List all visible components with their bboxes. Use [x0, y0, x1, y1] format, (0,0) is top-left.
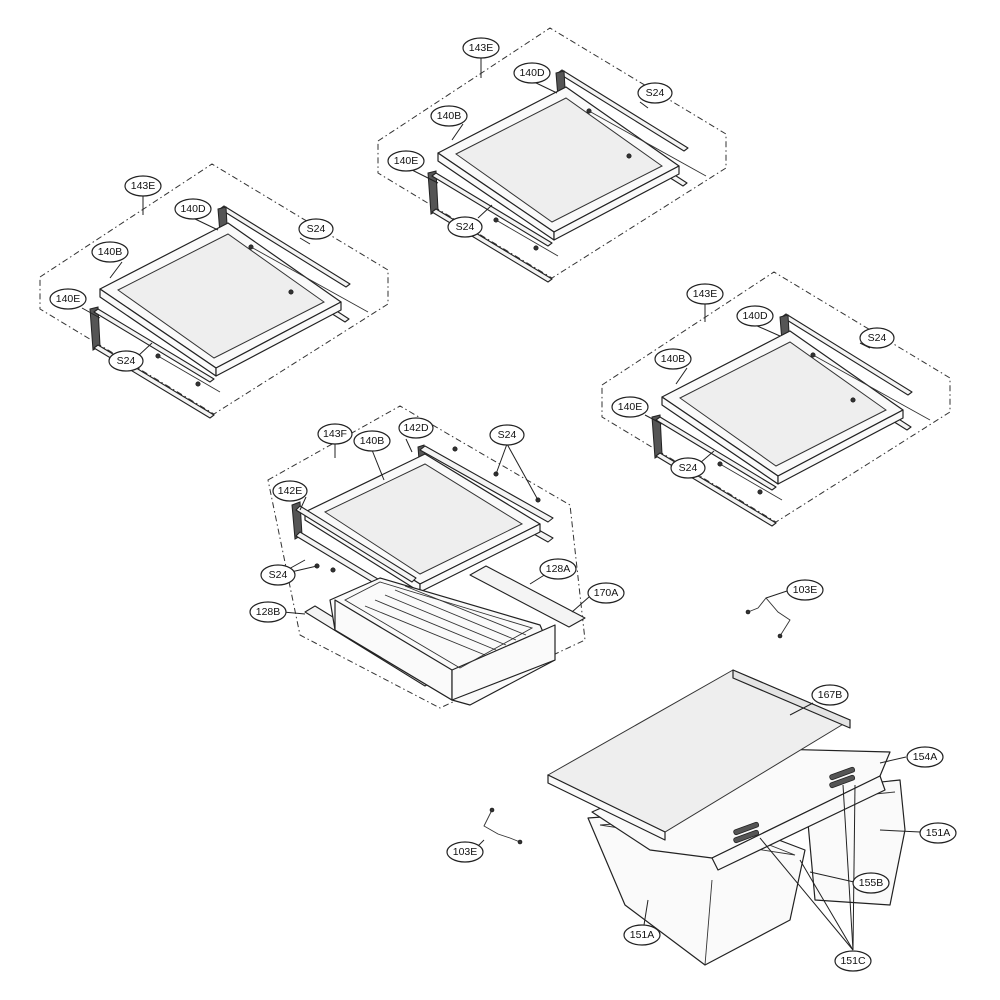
label-170a: 170A: [594, 587, 619, 599]
callout-140e-a: 140E: [387, 150, 425, 172]
shelf-unit-drawing: [39, 163, 389, 419]
callout-140b-a: 140B: [430, 105, 468, 127]
callout-128a: 128A: [539, 558, 577, 580]
callout-143f: 143F: [317, 423, 353, 445]
label-154a: 154A: [913, 751, 938, 763]
callout-142e: 142E: [272, 480, 308, 502]
label-s24-d2: S24: [269, 569, 288, 581]
spring-lower: 103E: [446, 807, 523, 863]
callout-s24-c2: S24: [670, 457, 706, 479]
callout-140b-b: 140B: [91, 241, 129, 263]
callout-143e-c: 143E: [686, 283, 724, 305]
label-s24-c1: S24: [868, 332, 887, 344]
label-143f: 143F: [323, 428, 347, 440]
callout-s24-d2: S24: [260, 564, 296, 586]
label-151a-right: 151A: [926, 827, 951, 839]
callout-140d-a: 140D: [513, 62, 551, 84]
label-140d-c: 140D: [742, 310, 768, 322]
callout-140d-b: 140D: [174, 198, 212, 220]
label-142d: 142D: [403, 422, 429, 434]
label-151c: 151C: [840, 955, 866, 967]
label-s24-d1: S24: [498, 429, 517, 441]
callout-140b-c: 140B: [654, 348, 692, 370]
callout-155b: 155B: [852, 872, 890, 894]
callout-103e-a: 103E: [786, 579, 824, 601]
callout-s24-d1: S24: [489, 424, 525, 446]
label-s24-c2: S24: [679, 462, 698, 474]
label-142e: 142E: [278, 485, 303, 497]
callout-103e-b: 103E: [446, 841, 484, 863]
label-103e-a: 103E: [793, 584, 818, 596]
label-128a: 128A: [546, 563, 571, 575]
callout-128b: 128B: [249, 601, 287, 623]
label-s24-a2: S24: [456, 221, 475, 233]
callout-s24-b1: S24: [298, 218, 334, 240]
callout-154a: 154A: [906, 746, 944, 768]
shelf-assembly-top-center: 143E 140D 140B 140E S24 S24: [377, 27, 727, 283]
callout-170a: 170A: [587, 582, 625, 604]
crisper-assembly: 167B 154A 151A 155B 151A 151C: [546, 669, 957, 972]
shelf-unit-drawing: [601, 271, 951, 527]
label-155b: 155B: [859, 877, 884, 889]
label-s24-a1: S24: [646, 87, 665, 99]
label-143e-c: 143E: [693, 288, 718, 300]
label-167b: 167B: [818, 689, 843, 701]
callout-140e-b: 140E: [49, 288, 87, 310]
spring-upper: 103E: [745, 579, 824, 639]
callout-143e-b: 143E: [124, 175, 162, 197]
label-140e-a: 140E: [394, 155, 419, 167]
callout-s24-a2: S24: [447, 216, 483, 238]
label-s24-b1: S24: [307, 223, 326, 235]
label-s24-b2: S24: [117, 355, 136, 367]
label-140b-a: 140B: [437, 110, 462, 122]
shelf-unit-drawing: [377, 27, 727, 283]
callout-143e-a: 143E: [462, 37, 500, 59]
label-151a-left: 151A: [630, 929, 655, 941]
callout-s24-a1: S24: [637, 82, 673, 104]
label-143e-b: 143E: [131, 180, 156, 192]
label-140b-d: 140B: [360, 435, 385, 447]
shelf-assembly-left: 143E 140D 140B 140E S24 S24: [39, 163, 389, 419]
callout-s24-b2: S24: [108, 350, 144, 372]
label-103e-b: 103E: [453, 846, 478, 858]
callout-167b: 167B: [811, 684, 849, 706]
shelf-assembly-right: 143E 140D 140B 140E S24 S24: [601, 271, 951, 527]
callout-151c: 151C: [834, 950, 872, 972]
label-140d-b: 140D: [180, 203, 206, 215]
label-143e-a: 143E: [469, 42, 494, 54]
label-128b: 128B: [256, 606, 281, 618]
shelf-drawer-assembly: 143F 142D 140B S24 142E S24 128A 170A 12…: [249, 405, 625, 709]
callout-151a-left: 151A: [623, 924, 661, 946]
callout-142d: 142D: [398, 417, 434, 439]
callout-151a-right: 151A: [919, 822, 957, 844]
callout-140e-c: 140E: [611, 396, 649, 418]
label-140e-c: 140E: [618, 401, 643, 413]
callout-s24-c1: S24: [859, 327, 895, 349]
label-140e-b: 140E: [56, 293, 81, 305]
callout-140b-d: 140B: [353, 430, 391, 452]
label-140d-a: 140D: [519, 67, 545, 79]
label-140b-c: 140B: [661, 353, 686, 365]
callout-140d-c: 140D: [736, 305, 774, 327]
label-140b-b: 140B: [98, 246, 123, 258]
